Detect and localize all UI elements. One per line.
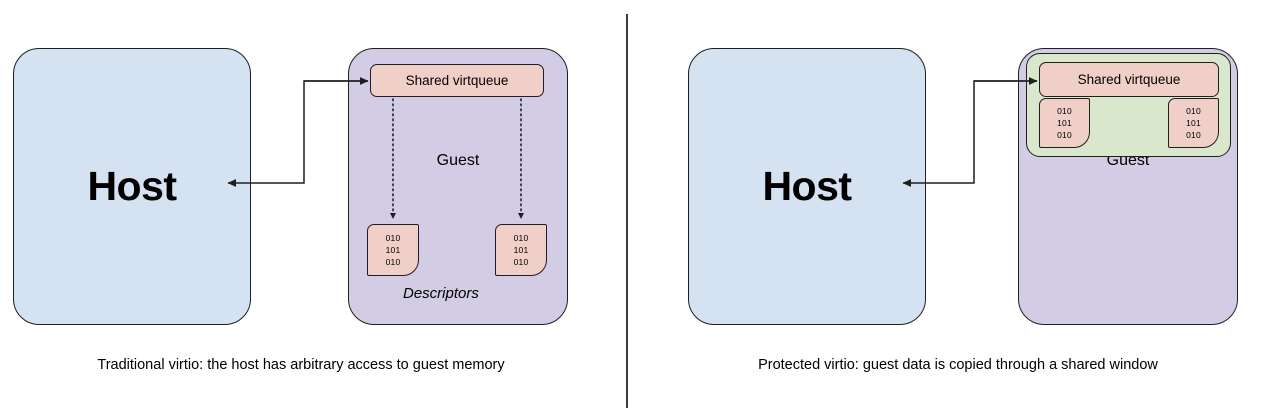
descriptor-line: 010 <box>1057 106 1072 116</box>
panel-traditional-descriptor-2: 010 101 010 <box>495 224 547 276</box>
panel-traditional-shared-virtqueue: Shared virtqueue <box>370 64 544 97</box>
host-label: Host <box>762 163 852 209</box>
descriptors-caption: Descriptors <box>403 285 479 302</box>
descriptor-line: 010 <box>1057 130 1072 140</box>
panel-protected-caption: Protected virtio: guest data is copied t… <box>758 357 1158 373</box>
shared-virtqueue-label: Shared virtqueue <box>1077 72 1181 87</box>
descriptor-line: 101 <box>385 245 401 255</box>
descriptor-line: 010 <box>1186 106 1201 116</box>
descriptor-line: 010 <box>1186 130 1201 140</box>
descriptor-line: 010 <box>513 233 529 243</box>
host-label: Host <box>87 163 177 209</box>
panel-protected-shared-virtqueue: Shared virtqueue <box>1039 62 1219 97</box>
descriptor-line: 101 <box>1057 118 1072 128</box>
panel-protected-descriptor-1: 010 101 010 <box>1039 98 1090 148</box>
panel-divider <box>626 14 628 408</box>
panel-traditional-descriptor-1: 010 101 010 <box>367 224 419 276</box>
descriptor-line: 101 <box>513 245 529 255</box>
panel-protected-host-box: Host <box>688 48 926 325</box>
descriptor-line: 010 <box>513 257 529 267</box>
descriptor-line: 010 <box>385 257 401 267</box>
panel-protected-descriptor-2: 010 101 010 <box>1168 98 1219 148</box>
shared-virtqueue-label: Shared virtqueue <box>405 73 509 88</box>
panel-traditional-caption: Traditional virtio: the host has arbitra… <box>97 357 505 373</box>
panel-traditional-host-box: Host <box>13 48 251 325</box>
descriptor-line: 010 <box>385 233 401 243</box>
descriptor-line: 101 <box>1186 118 1201 128</box>
